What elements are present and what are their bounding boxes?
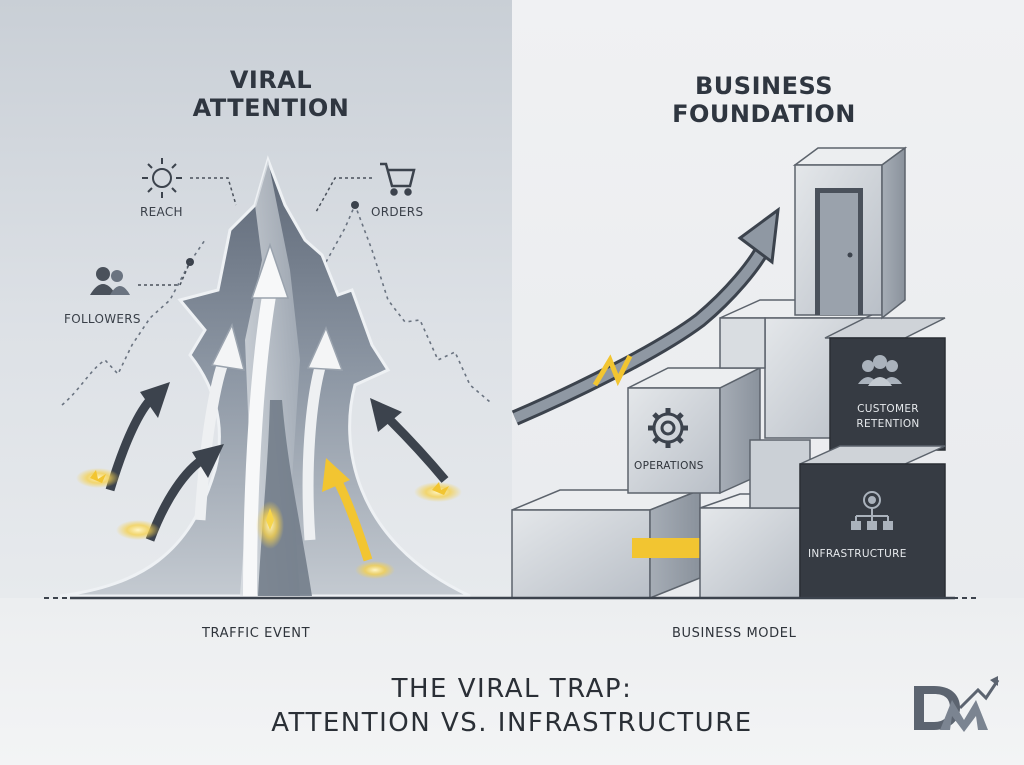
fire-sparks: [76, 468, 462, 579]
logo-icon: [914, 676, 1000, 732]
customer-retention-label-line2: RETENTION: [856, 418, 920, 430]
traffic-event-label: TRAFFIC EVENT: [202, 626, 311, 641]
followers-label: FOLLOWERS: [64, 312, 141, 326]
cart-icon: [380, 162, 416, 196]
door-icon: [815, 188, 863, 315]
reach-label: REACH: [140, 205, 183, 219]
gear-icon: [648, 408, 688, 448]
reach-connector: [190, 177, 237, 206]
business-foundation-title-line2: FOUNDATION: [672, 100, 856, 128]
foundation-blocks: [511, 146, 946, 600]
customer-retention-label-line1: CUSTOMER: [857, 403, 919, 415]
followers-connector: [138, 261, 191, 286]
business-model-label: BUSINESS MODEL: [672, 626, 797, 641]
customer-retention-label: CUSTOMER RETENTION: [834, 402, 942, 432]
caption-line1: THE VIRAL TRAP:: [391, 674, 633, 704]
orders-connector: [315, 177, 372, 213]
orders-marker-dot: [351, 201, 359, 209]
main-caption: THE VIRAL TRAP: ATTENTION VS. INFRASTRUC…: [0, 672, 1024, 740]
viral-attention-title-line2: ATTENTION: [192, 94, 350, 122]
attention-dotted-curve: [61, 202, 491, 406]
business-foundation-title-line1: BUSINESS: [695, 72, 833, 100]
operations-label: OPERATIONS: [634, 460, 704, 472]
caption-band: [0, 598, 1024, 765]
viral-attention-title-line1: VIRAL: [229, 66, 313, 94]
growth-trend-arrow: [511, 206, 780, 426]
team-icon: [858, 355, 902, 386]
sun-icon: [142, 158, 182, 198]
infrastructure-label: INFRASTRUCTURE: [808, 548, 907, 560]
orders-label: ORDERS: [371, 205, 424, 219]
caption-line2: ATTENTION VS. INFRASTRUCTURE: [271, 708, 753, 738]
viral-attention-title: VIRAL ATTENTION: [176, 66, 366, 122]
users-icon: [90, 267, 130, 295]
business-foundation-title: BUSINESS FOUNDATION: [648, 72, 880, 128]
growth-arrows: [105, 242, 449, 597]
network-icon: [851, 491, 893, 530]
